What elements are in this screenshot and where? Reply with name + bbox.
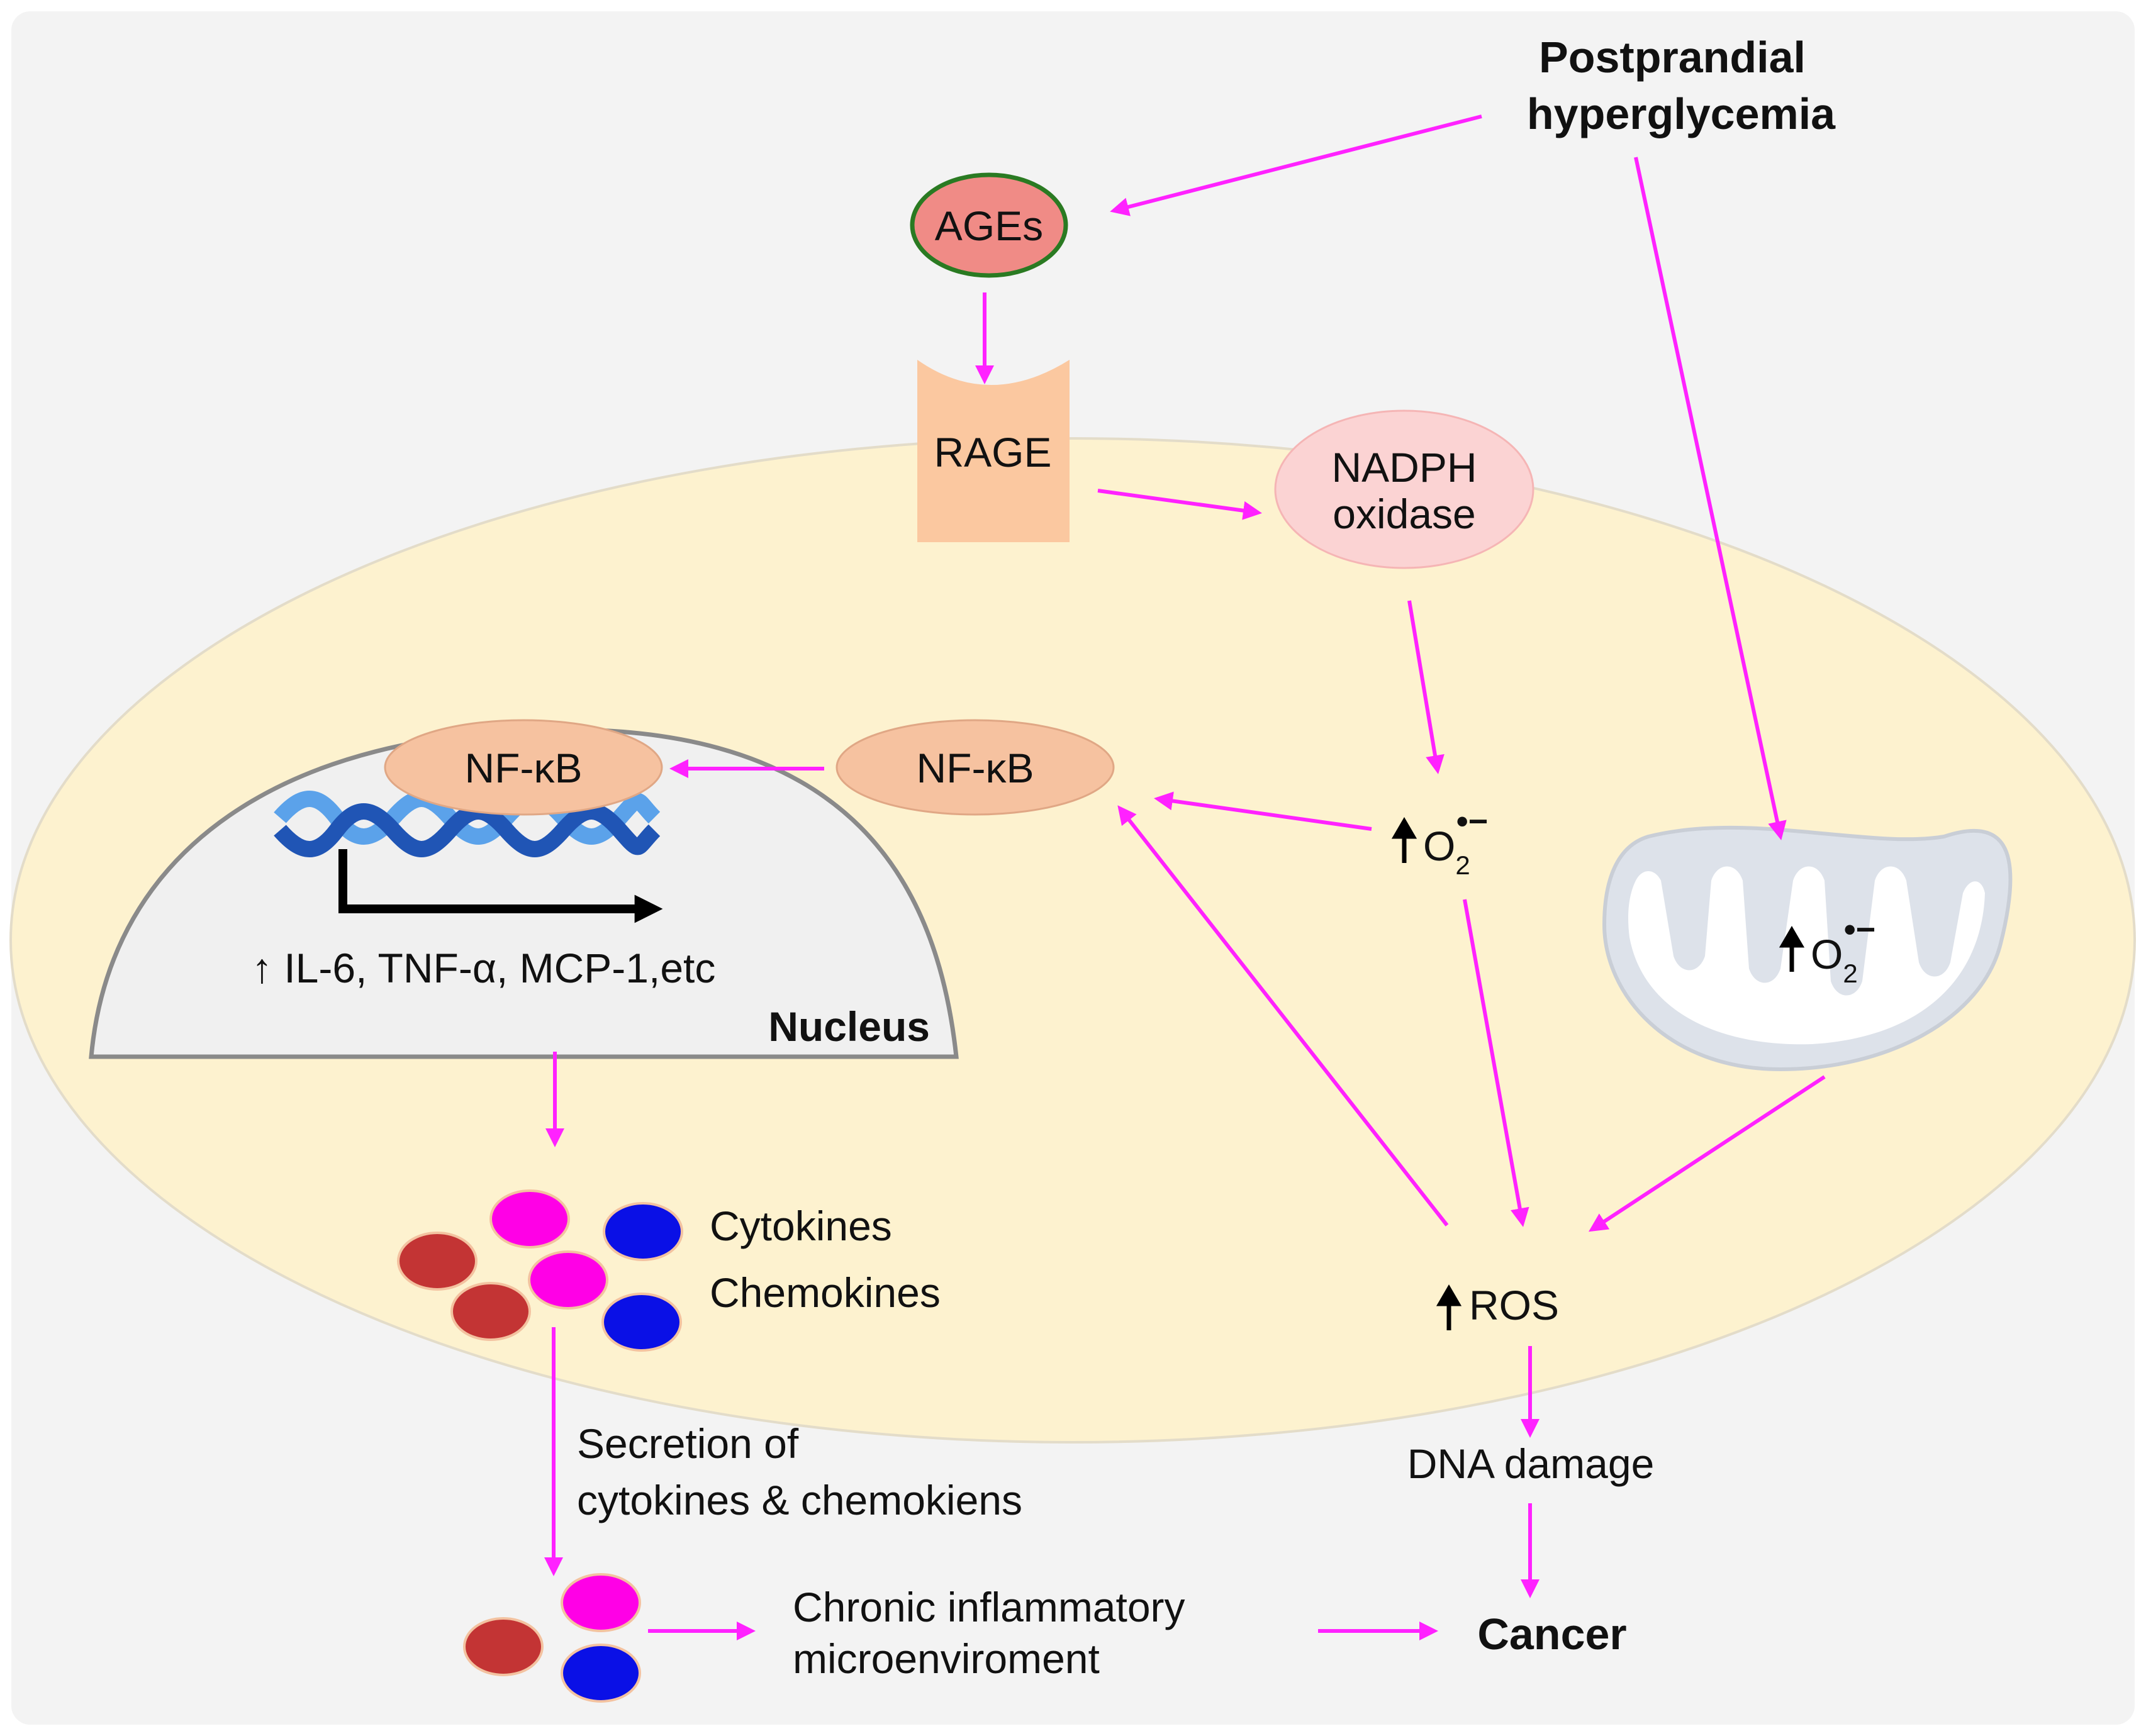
superoxide-superscript: •− <box>1456 803 1488 840</box>
arrow-hyperglycemia-to-mitochondrion <box>1634 157 1787 840</box>
dot-red <box>463 1617 544 1676</box>
up-arrow-icon <box>1779 926 1805 972</box>
dot-red <box>450 1282 531 1341</box>
superoxide-cytoplasm: O2 •− <box>1391 803 1488 880</box>
arrow-hyperglycemia-to-ages <box>1110 114 1482 216</box>
mitochondrion <box>1602 825 2013 1072</box>
secretion-label-line1: Secretion of <box>577 1420 799 1467</box>
arrow-superoxide-to-nfkb <box>1154 791 1372 831</box>
nadph-label-line1: NADPH <box>1331 444 1477 491</box>
trigger-label-line1: Postprandial <box>1539 33 1806 82</box>
nadph-oxidase-node <box>1274 409 1534 569</box>
dot-red <box>397 1232 478 1291</box>
microenv-label-line1: Chronic inflammatory <box>793 1584 1185 1630</box>
up-arrow-icon <box>1391 817 1417 863</box>
cancer-label: Cancer <box>1477 1610 1626 1659</box>
arrow-rage-to-nadph <box>1097 489 1262 520</box>
nfkb-nucleus-label: NF-κB <box>465 745 583 791</box>
dna-damage-label: DNA damage <box>1407 1440 1655 1487</box>
dot-magenta <box>489 1189 570 1249</box>
arrow-mitochondrion-to-ros <box>1588 1075 1826 1232</box>
dot-blue <box>603 1202 683 1261</box>
dot-blue <box>561 1644 641 1703</box>
transcription-arrow <box>338 849 663 923</box>
arrows <box>544 114 1826 1640</box>
up-arrow-icon <box>1436 1284 1462 1330</box>
nfkb-nucleus-node <box>384 719 663 816</box>
superoxide-subscript: 2 <box>1455 850 1470 880</box>
dot-magenta <box>561 1573 641 1632</box>
nfkb-cytoplasm-label: NF-κB <box>917 745 1034 791</box>
mito-superoxide-subscript: 2 <box>1843 959 1857 988</box>
cytokine-cluster <box>397 1189 683 1352</box>
svg-text:O2•−: O2 •− <box>1811 911 1875 988</box>
arrow-nadph-to-superoxide <box>1407 600 1445 774</box>
dot-magenta <box>528 1250 608 1310</box>
genes-label: ↑ IL-6, TNF-α, MCP-1,etc <box>252 945 715 991</box>
dot-blue <box>601 1293 682 1352</box>
microenv-label-line2: microenviroment <box>793 1635 1100 1682</box>
superoxide-mitochondrion: O2 •− <box>1779 911 1875 988</box>
ages-label: AGEs <box>935 203 1043 249</box>
nucleus-label: Nucleus <box>768 1003 930 1050</box>
ages-node <box>910 172 1068 278</box>
arrow-ros-to-nfkb <box>1117 805 1449 1227</box>
mito-superoxide-label: O <box>1811 931 1843 977</box>
nfkb-cytoplasm-node <box>835 719 1115 816</box>
cytokines-label: Cytokines <box>710 1203 892 1249</box>
secretion-label-line2: cytokines & chemokiens <box>577 1477 1022 1523</box>
nadph-label-line2: oxidase <box>1333 491 1476 537</box>
trigger-label-line2: hyperglycemia <box>1527 89 1836 138</box>
ros-label: ROS <box>1469 1282 1559 1328</box>
rage-label: RAGE <box>934 429 1051 476</box>
arrow-superoxide-to-ros <box>1463 899 1529 1227</box>
superoxide-label: O <box>1423 823 1455 869</box>
rage-receptor <box>917 360 1070 542</box>
mito-superoxide-superscript: •− <box>1844 911 1875 949</box>
secreted-cluster <box>463 1573 641 1703</box>
svg-text:O2•−: O2 •− <box>1423 803 1488 880</box>
chemokines-label: Chemokines <box>710 1269 941 1316</box>
